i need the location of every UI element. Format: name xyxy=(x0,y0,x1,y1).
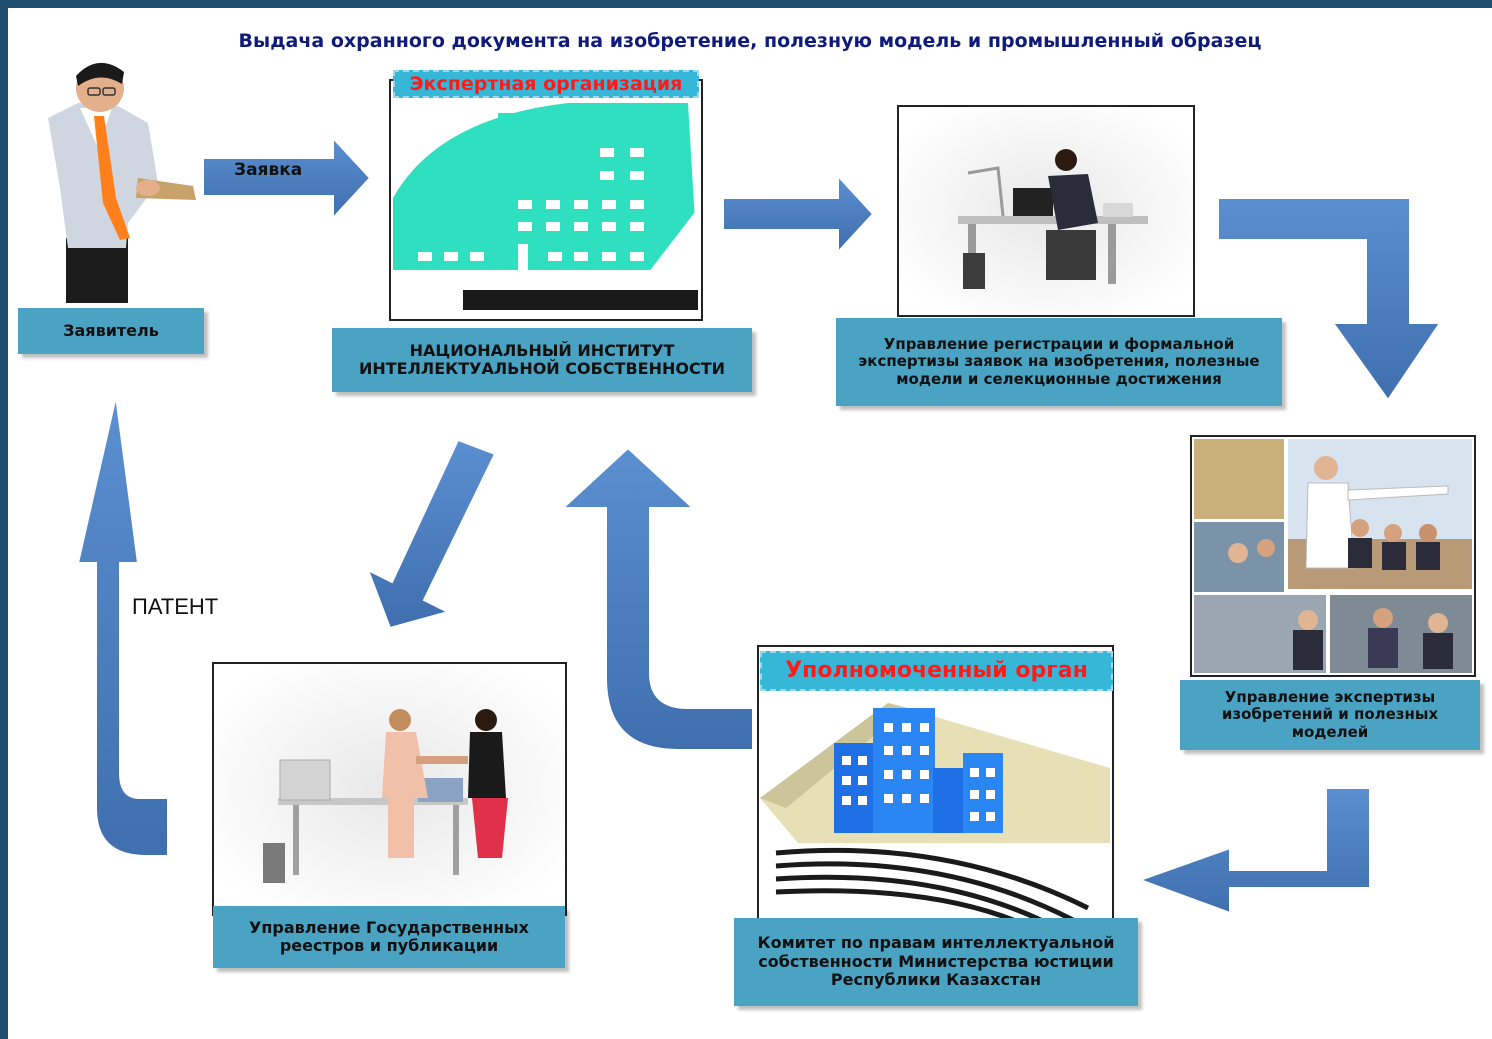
registers-photo xyxy=(212,662,567,916)
registration-photo xyxy=(897,105,1195,317)
application-arrow xyxy=(202,135,372,221)
institute-logo xyxy=(389,79,703,321)
diagram-graphics xyxy=(48,62,1476,929)
page-title: Выдача охранного документа на изобретени… xyxy=(238,30,1262,52)
arrow-registration-to-expertise xyxy=(1217,197,1442,402)
arrow-authority-to-institute xyxy=(560,446,754,751)
diagram-canvas: Выдача охранного документа на изобретени… xyxy=(8,8,1492,1039)
authority-logo xyxy=(757,645,1114,929)
institute-badge: Экспертная организация xyxy=(393,70,699,98)
arrow-expertise-to-authority xyxy=(1137,787,1371,915)
authority-caption: Комитет по правам интеллектуальной собст… xyxy=(734,918,1138,1006)
arrow-patent-to-applicant xyxy=(76,395,169,857)
arrow-institute-to-registers xyxy=(366,438,497,630)
applicant-caption: Заявитель xyxy=(18,308,204,354)
institute-caption: НАЦИОНАЛЬНЫЙ ИНСТИТУТ ИНТЕЛЛЕКТУАЛЬНОЙ С… xyxy=(332,328,752,392)
authority-badge: Уполномоченный орган xyxy=(760,651,1113,691)
applicant-figure xyxy=(48,62,196,303)
arrow-institute-to-registration xyxy=(722,173,875,255)
registers-caption: Управление Государственных реестров и пу… xyxy=(213,906,565,968)
expertise-collage xyxy=(1190,435,1476,677)
expertise-caption: Управление экспертизы изобретений и поле… xyxy=(1180,680,1480,750)
patent-label: ПАТЕНТ xyxy=(132,594,219,619)
application-arrow-label: Заявка xyxy=(234,160,303,180)
registration-caption: Управление регистрации и формальной эксп… xyxy=(836,318,1282,406)
